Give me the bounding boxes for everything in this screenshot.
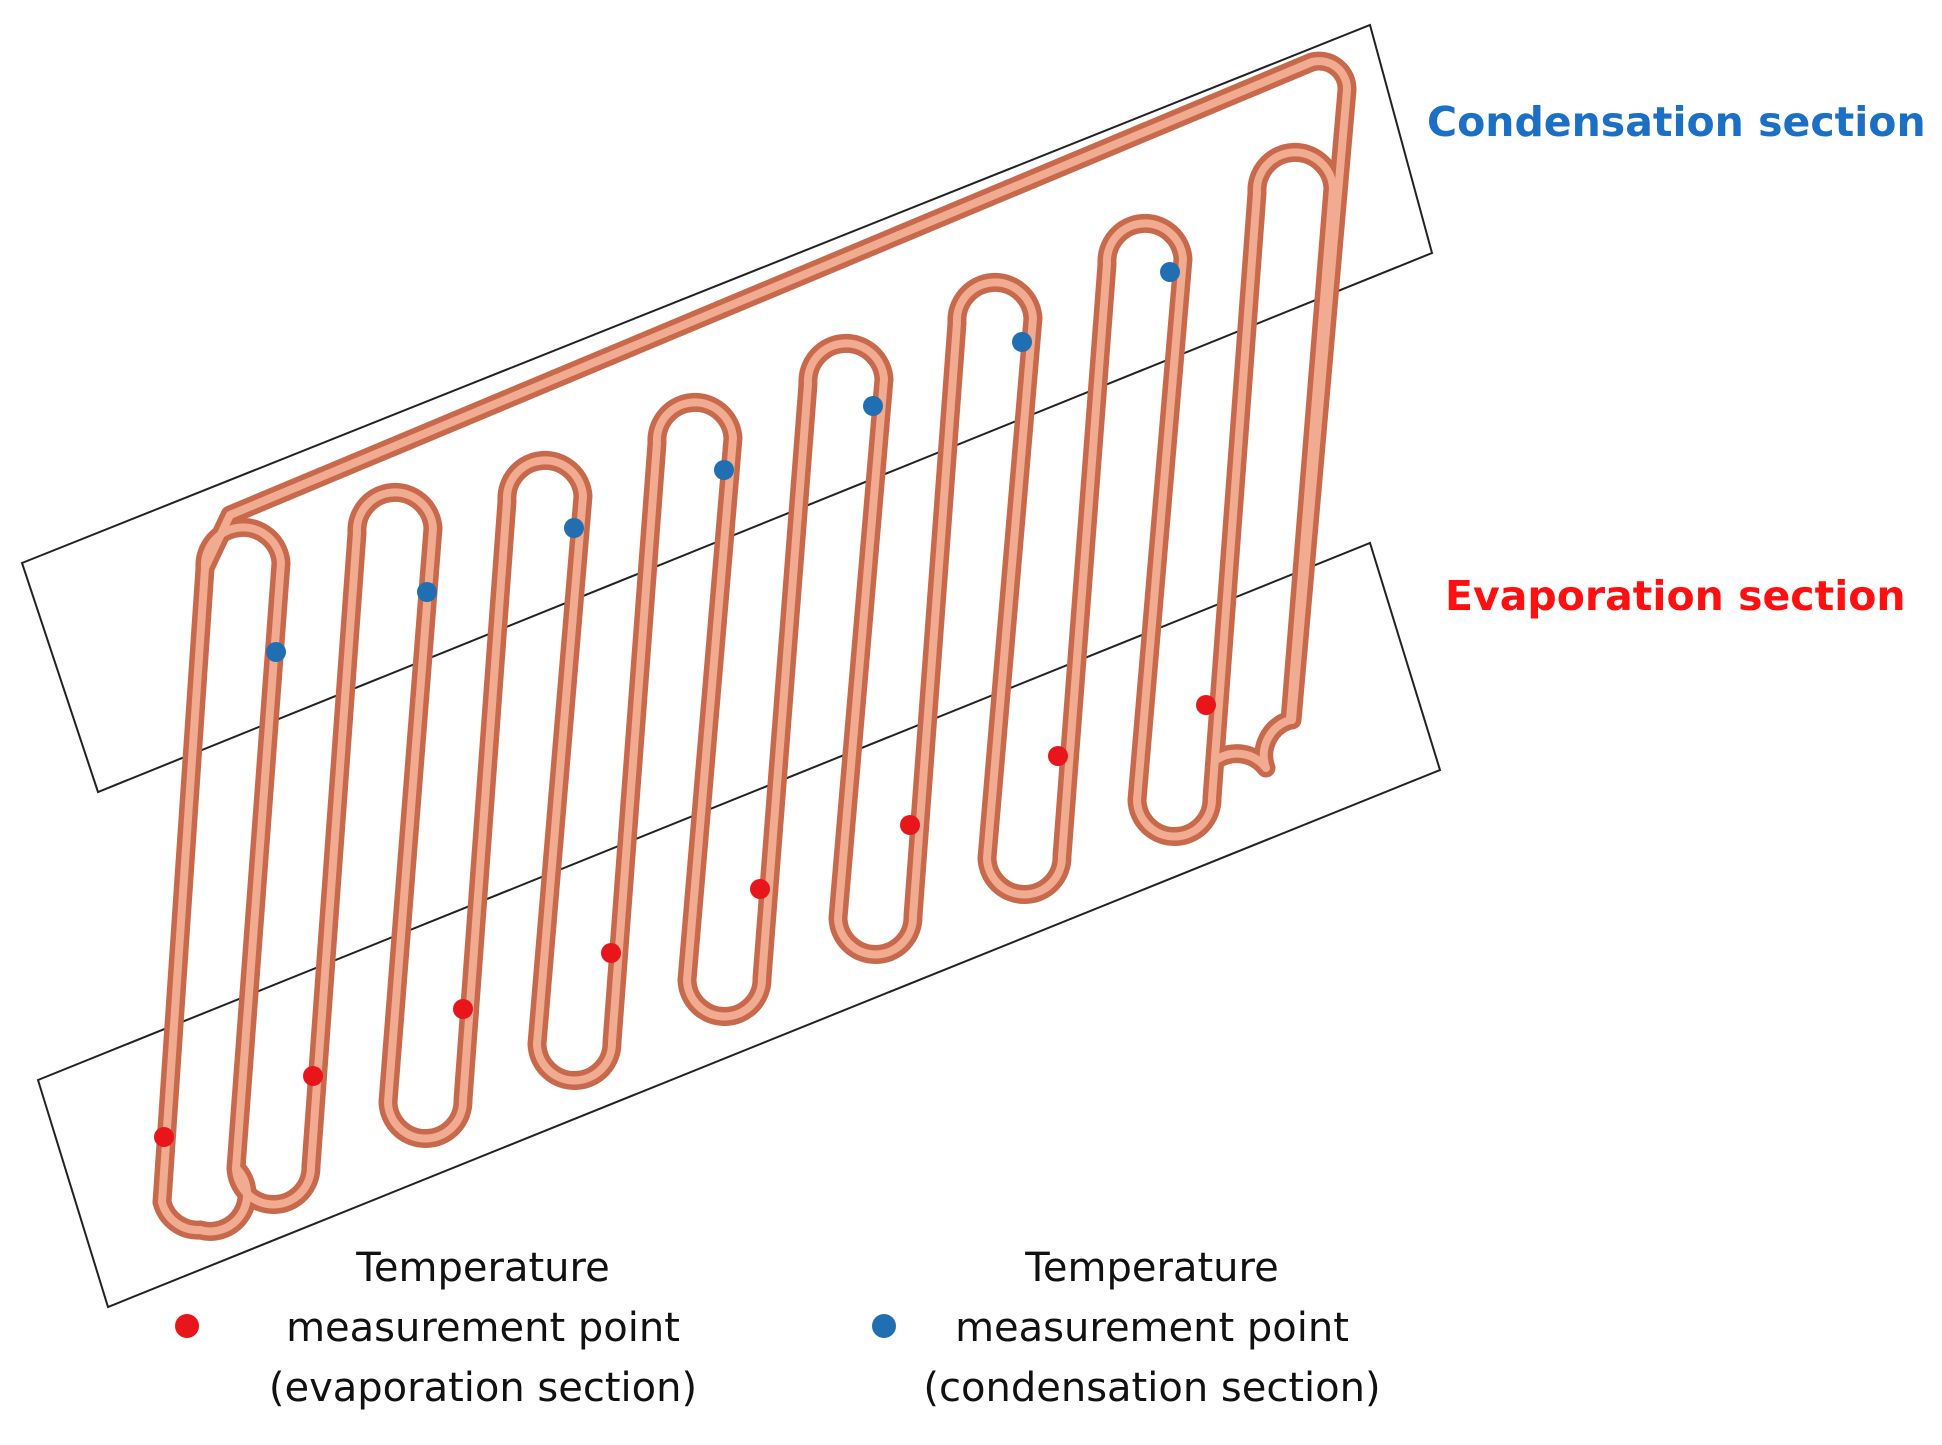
condensation-legend-line1: Temperature xyxy=(1025,1245,1279,1291)
condensation-measurement-point xyxy=(564,518,584,538)
condensation-measurement-point xyxy=(1012,332,1032,352)
evaporation-measurement-point xyxy=(453,999,473,1019)
condensation-measurement-point xyxy=(417,582,437,602)
evaporation-measurement-point xyxy=(900,815,920,835)
evaporation-measurement-point xyxy=(601,943,621,963)
condensation-measurement-point xyxy=(863,396,883,416)
evaporation-legend-line1: Temperature xyxy=(356,1245,610,1291)
evaporation-legend-text: Temperature measurement point (evaporati… xyxy=(203,1238,763,1418)
condensation-section-boundary xyxy=(20,23,1434,794)
condensation-measurement-point xyxy=(1160,262,1180,282)
condensation-legend-text: Temperature measurement point (condensat… xyxy=(872,1238,1432,1418)
evaporation-legend-line2: measurement point xyxy=(286,1305,680,1351)
serpentine-pipe xyxy=(152,142,1343,1214)
top-connecting-pipe-highlight xyxy=(201,57,1351,724)
condensation-legend-dot xyxy=(872,1314,896,1338)
evaporation-legend-dot xyxy=(175,1314,199,1338)
evaporation-measurement-point xyxy=(303,1066,323,1086)
condensation-legend-line3: (condensation section) xyxy=(923,1365,1381,1411)
evaporation-measurement-point xyxy=(750,879,770,899)
condensation-measurement-point xyxy=(714,460,734,480)
evaporation-section-label: Evaporation section xyxy=(1445,572,1906,620)
evaporation-legend-line3: (evaporation section) xyxy=(268,1365,698,1411)
condensation-measurement-point xyxy=(266,642,286,662)
evaporation-measurement-point xyxy=(1196,695,1216,715)
serpentine-pipe-highlight xyxy=(158,148,1337,1209)
left-outer-pipe-leg-highlight xyxy=(158,1164,252,1236)
condensation-legend-line2: measurement point xyxy=(955,1305,1349,1351)
condensation-section-label: Condensation section xyxy=(1427,98,1926,146)
evaporation-measurement-point xyxy=(154,1127,174,1147)
evaporation-measurement-point xyxy=(1048,746,1068,766)
